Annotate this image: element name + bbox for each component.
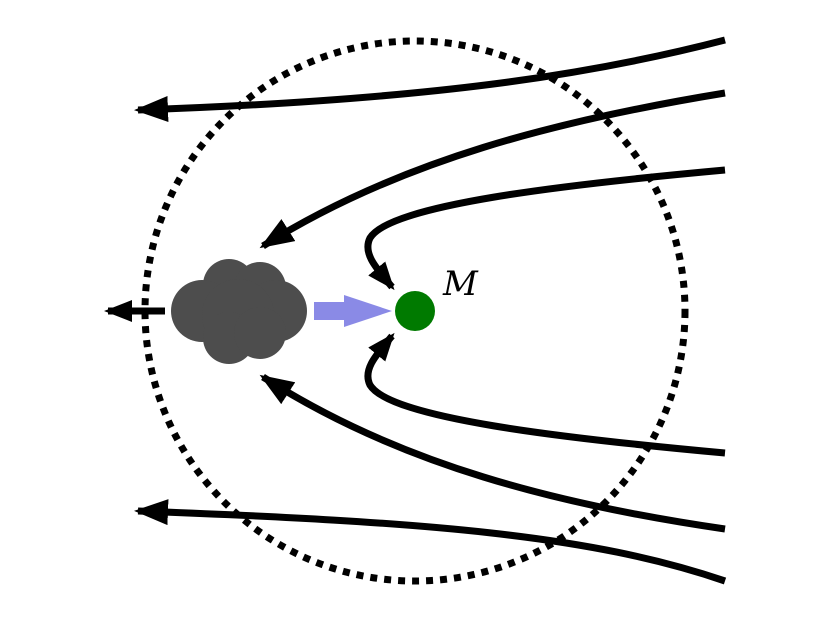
dotted-boundary-circle [141,37,689,585]
streamline-top-to-cloud [259,89,726,249]
streamline-top-outer [134,36,726,122]
streamline-bottom-to-cloud [259,374,726,533]
cloud-shape [171,259,307,364]
mass-label: M [442,264,479,304]
transfer-arrow [314,295,392,327]
streamline-top-to-mass [364,166,726,291]
mass-point [395,291,435,331]
streamline-bottom-outer [134,499,727,585]
streamline-bottom-to-mass [364,332,726,457]
